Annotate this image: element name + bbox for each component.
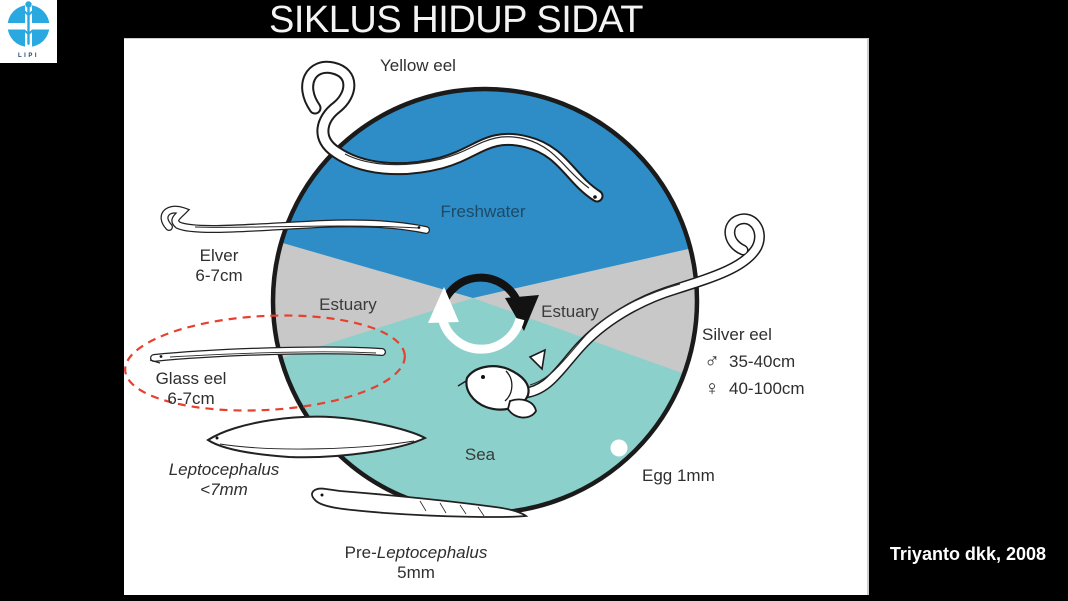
label-silver-eel: Silver eel ♂ 35-40cm ♀ 40-100cm [702,325,805,399]
freshwater-zone [273,89,697,298]
label-glass-eel: Glass eel 6-7cm [156,369,227,409]
silver-eel-male-size: 35-40cm [729,351,796,371]
label-egg: Egg 1mm [642,466,715,485]
glass-eel-name: Glass eel [155,369,227,388]
yellow-eel-drawing [301,60,604,203]
pre-leptocephalus-size: 5mm [397,563,435,583]
lifecycle-figure: Yellow eel Freshwater Estuary Estuary Se… [124,38,869,595]
silver-eel-female-row: ♀ 40-100cm [702,377,805,401]
silver-eel-female-size: 40-100cm [729,378,805,398]
cycle-arrowhead-white [428,287,459,323]
cycle-arrows [428,273,539,354]
lipi-logo: LIPI [0,0,57,63]
pre-leptocephalus-species: Leptocephalus [376,543,488,562]
label-estuary-left: Estuary [319,295,377,314]
label-leptocephalus: Leptocephalus <7mm [169,460,280,500]
label-pre-leptocephalus: Pre-Leptocephalus 5mm [345,543,488,583]
slide-title: SIKLUS HIDUP SIDAT [269,0,643,41]
label-estuary-right: Estuary [541,302,599,321]
egg-drawing [610,439,628,457]
leptocephalus-name: Leptocephalus [168,460,280,479]
female-symbol: ♀ [704,377,720,401]
label-yellow-eel: Yellow eel [380,56,456,75]
glass-eel-drawing [149,346,386,364]
silver-eel-name: Silver eel [702,325,772,344]
cycle-arrowhead-black [505,295,539,331]
lipi-logo-mark [6,1,51,49]
citation: Triyanto dkk, 2008 [889,544,1046,564]
pre-leptocephalus-prefix: Pre- [344,543,377,562]
glass-eel-size: 6-7cm [167,389,215,409]
logo-tree-top [25,1,32,8]
elver-name: Elver [199,246,239,265]
glass-eel-highlight-ellipse [124,314,406,412]
cycle-arrow-white [437,315,525,354]
label-elver: Elver 6-7cm [195,246,242,286]
logo-text: LIPI [17,53,39,59]
leptocephalus-size: <7mm [200,480,248,500]
elver-size: 6-7cm [195,266,243,286]
leptocephalus-drawing [206,415,428,459]
lifecycle-diagram [124,60,765,518]
label-sea: Sea [464,445,496,464]
logo-tree-trunk [27,7,30,45]
silver-eel-drawing [457,213,765,419]
silver-eel-male-row: ♂ 35-40cm [702,351,805,372]
pre-leptocephalus-drawing [311,487,529,518]
estuary-right-zone [473,244,697,383]
logo-tree-branches [22,9,35,35]
estuary-left-zone [273,233,473,369]
elver-drawing [160,205,430,234]
pre-leptocephalus-name: Pre-Leptocephalus [345,543,488,563]
label-freshwater: Freshwater [440,202,526,221]
male-symbol: ♂ [704,350,720,374]
